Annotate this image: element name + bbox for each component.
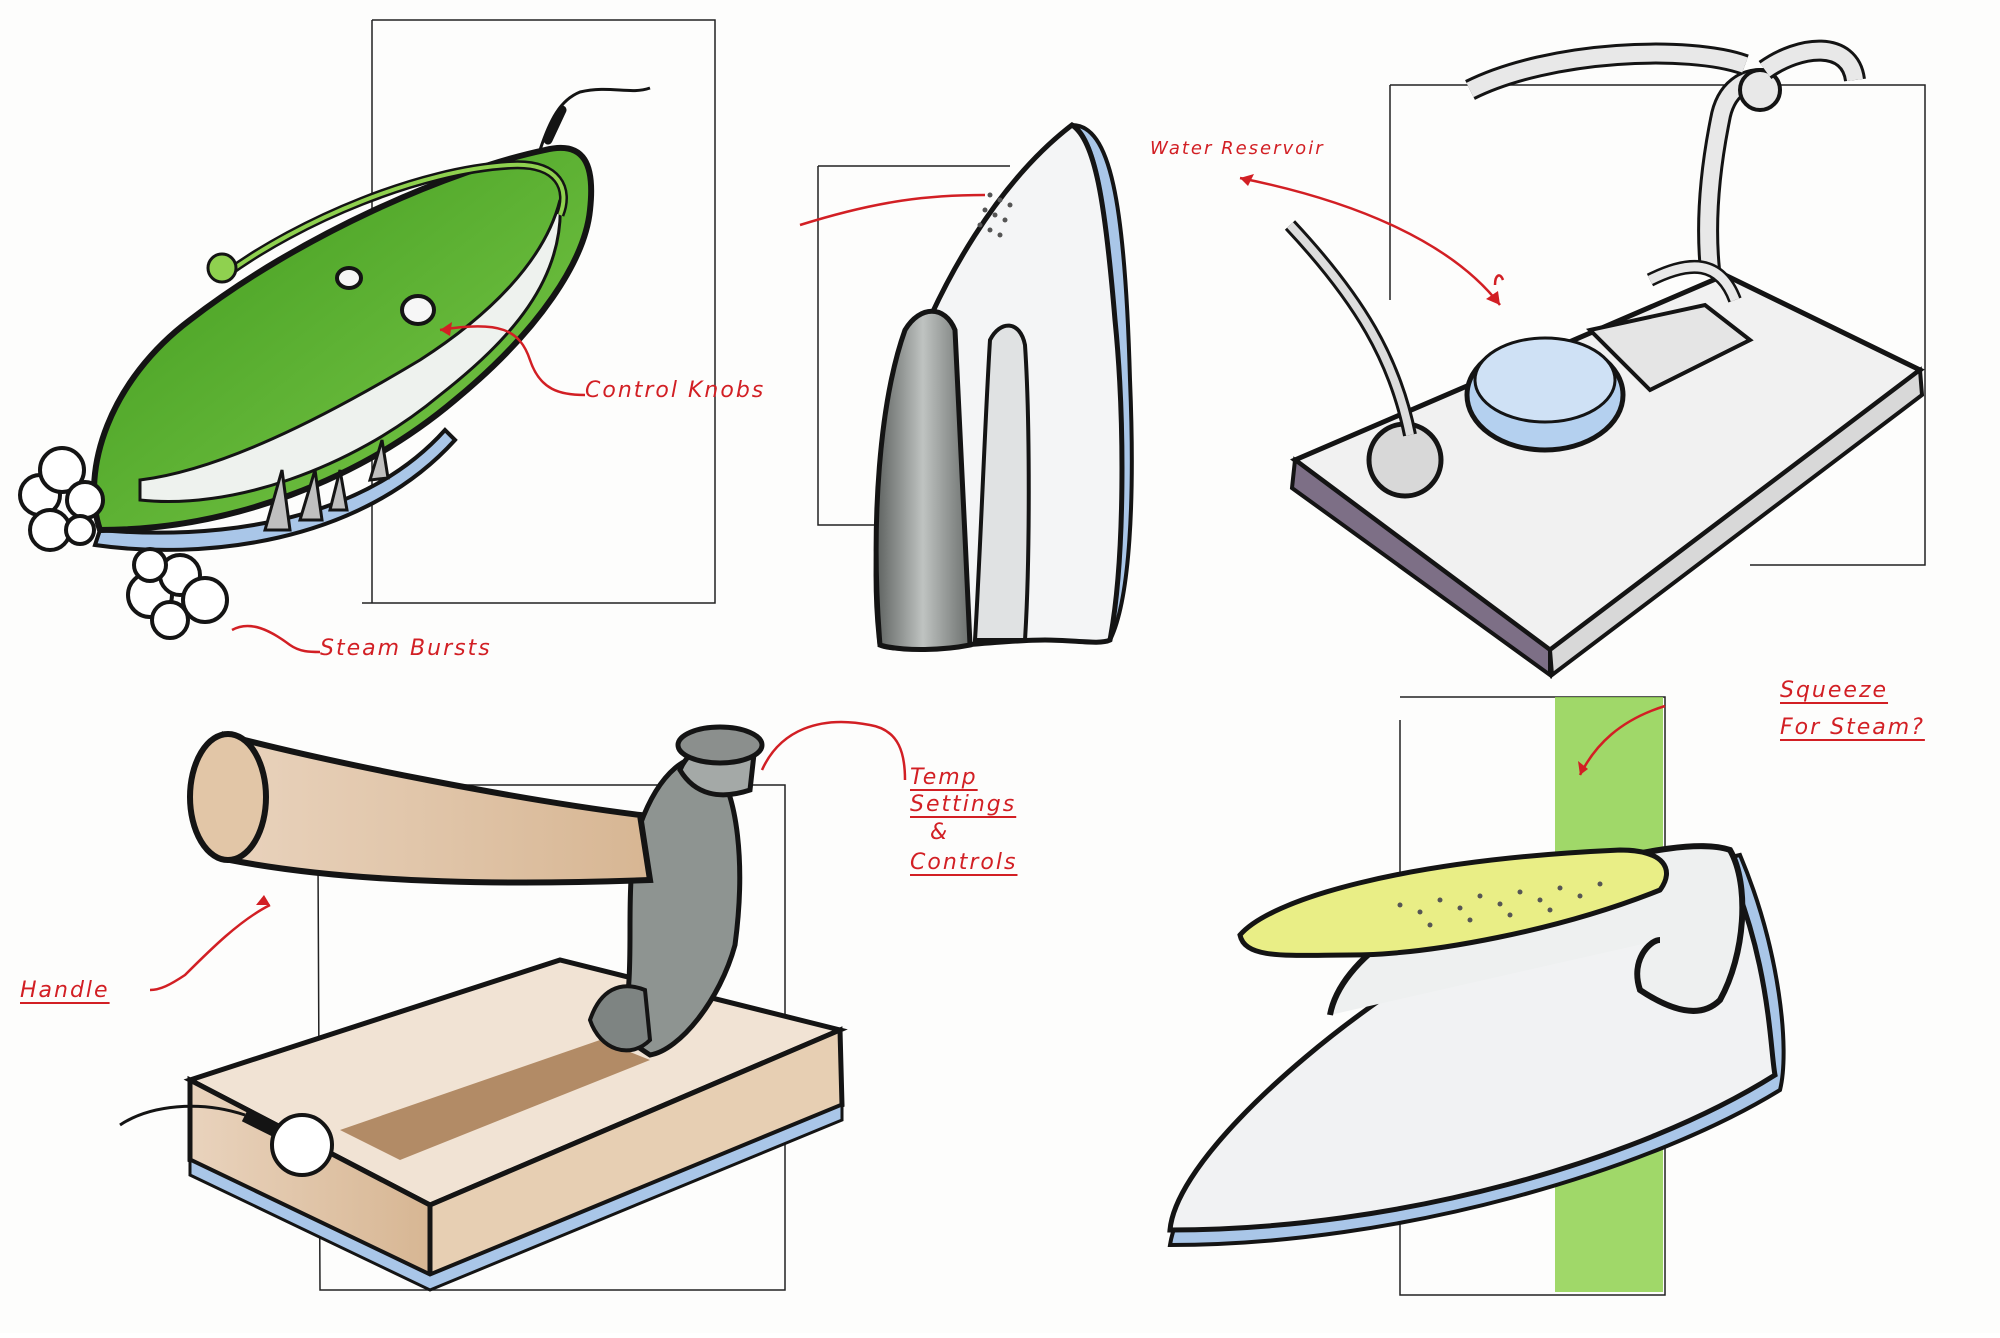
annotation-squeeze-line1: Squeeze xyxy=(1780,678,1889,703)
annotation-temp-line4: Controls xyxy=(910,850,1018,875)
annotation-control-knobs: Control Knobs xyxy=(585,378,766,403)
reservoir-iron-sketch xyxy=(1284,39,1925,679)
annotation-temp-line3: & xyxy=(930,820,950,845)
squeeze-iron-sketch xyxy=(1167,697,1786,1292)
annotation-steam-bursts: Steam Bursts xyxy=(320,636,492,661)
annotation-temp-line1: Temp xyxy=(910,765,978,790)
arrow-tips xyxy=(256,174,1588,905)
annotation-temp-line2: Settings xyxy=(910,792,1017,817)
annotation-leaders xyxy=(149,176,1666,992)
annotation-squeeze-line2: For Steam? xyxy=(1780,715,1925,740)
annotation-water-reservoir: Water Reservoir xyxy=(1150,138,1325,159)
tall-iron-sketch xyxy=(873,121,1134,652)
green-iron-sketch xyxy=(18,86,651,640)
annotation-handle: Handle xyxy=(20,978,110,1003)
hammer-iron-sketch xyxy=(119,724,848,1292)
